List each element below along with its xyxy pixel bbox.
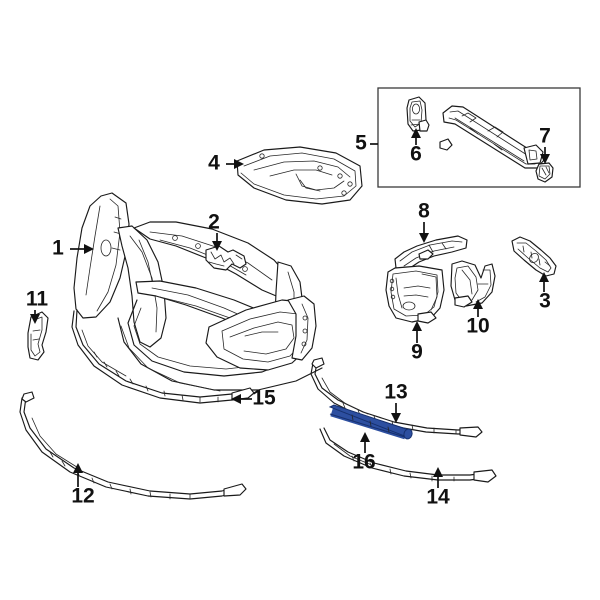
leader-3 [539,272,549,292]
part-10-air-duct-right[interactable] [450,260,496,308]
leader-12 [73,463,83,487]
callout-number-2[interactable]: 2 [208,211,220,234]
part-12-lower-valance-molding[interactable] [19,391,247,500]
leader-7 [540,147,550,164]
leader-4 [226,159,244,169]
callout-number-14[interactable]: 14 [426,486,450,509]
part-3-side-retainer-clip[interactable] [511,236,557,277]
part-6-mounting-clip[interactable] [406,96,430,132]
part-2-center-bracket[interactable] [205,245,247,271]
leader-10 [473,299,483,317]
callout-number-4[interactable]: 4 [208,152,220,175]
callout-number-13[interactable]: 13 [384,381,407,404]
part-1-right-corner-housing[interactable] [205,295,317,371]
callout-number-9[interactable]: 9 [411,341,423,364]
leader-11 [30,310,40,324]
part-7-push-pin-fastener[interactable] [535,162,554,183]
leader-16 [360,432,370,453]
leader-13 [391,403,401,423]
leader-6 [411,128,421,145]
part-14-lower-spoiler-trim[interactable] [319,427,497,483]
leader-15 [231,394,252,404]
callout-number-11[interactable]: 11 [26,288,49,311]
leader-14 [433,467,443,488]
part-11-end-bracket-left[interactable] [27,311,49,361]
leader-8 [419,222,429,243]
callout-number-8[interactable]: 8 [418,200,430,223]
part-8-upper-side-bracket[interactable] [394,235,468,271]
callout-number-6[interactable]: 6 [410,143,422,166]
callout-number-1[interactable]: 1 [52,237,64,260]
callout-number-7[interactable]: 7 [539,125,551,148]
callout-number-16[interactable]: 16 [352,451,375,474]
part-9-air-duct-left[interactable] [385,265,445,324]
callout-number-10[interactable]: 10 [466,315,489,338]
part-15-lower-deflector-strip[interactable] [71,309,255,404]
part-16-molding-insert-highlighted[interactable] [328,404,413,440]
callout-box-group-5 [377,87,581,188]
callout-number-12[interactable]: 12 [71,485,94,508]
leader-2 [212,233,222,251]
leader-9 [412,321,422,343]
callout-number-15[interactable]: 15 [252,387,276,410]
leader-1 [70,244,94,254]
callout-number-3[interactable]: 3 [539,290,551,313]
callout-number-5[interactable]: 5 [355,132,367,155]
part-4-upper-air-deflector[interactable] [236,146,363,205]
